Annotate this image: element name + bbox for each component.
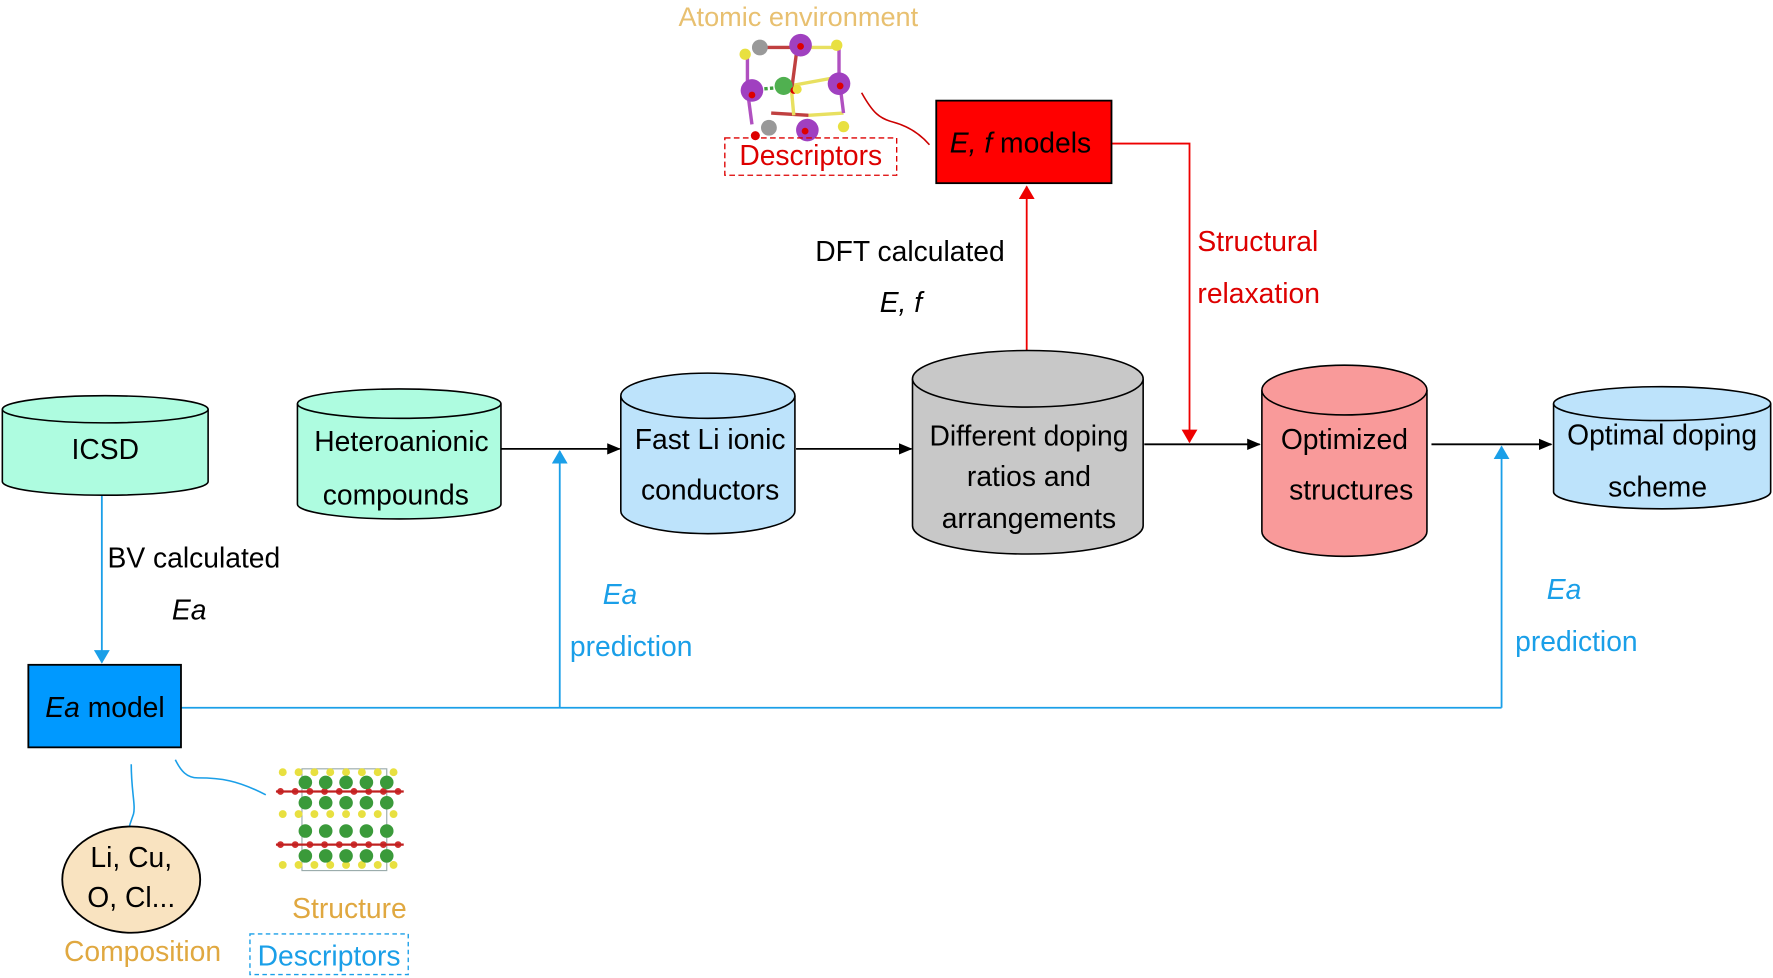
lattice-atom <box>373 768 382 777</box>
lattice-atom <box>278 810 287 819</box>
ea-structure-link <box>174 759 267 796</box>
optimized-line1: Optimized <box>1281 423 1408 455</box>
ea-model-label: Ea model <box>45 691 164 723</box>
lattice-atom <box>339 775 353 790</box>
ef-models-label: E, f models <box>950 127 1091 159</box>
ef-models-box: E, f models <box>935 99 1113 185</box>
lattice-atom <box>379 795 394 810</box>
crystal-structure-image <box>275 768 404 872</box>
lattice-atom <box>318 775 333 790</box>
database-heteroanionic: Heteroanionic compounds <box>296 388 502 520</box>
composition-label: Composition <box>64 935 221 967</box>
database-fast-li: Fast Li ionic conductors <box>620 372 796 535</box>
lattice-atom <box>342 860 351 869</box>
database-optimized: Optimized structures <box>1261 364 1428 558</box>
lattice-atom <box>326 810 335 819</box>
lattice-atom <box>318 849 333 863</box>
lattice-atom <box>294 860 303 869</box>
atomic-environment-label: Atomic environment <box>678 1 918 32</box>
lattice-atom <box>359 795 374 810</box>
lattice-atom <box>359 824 374 838</box>
lattice-atom <box>357 860 366 869</box>
lattice-atom <box>357 810 366 819</box>
descriptors-bottom-label: Descriptors <box>258 940 401 972</box>
atomic-environment-image <box>739 33 851 142</box>
icsd-label: ICSD <box>71 433 138 465</box>
lattice-atom <box>326 860 335 869</box>
lattice-atom <box>359 849 374 863</box>
lattice-atom <box>310 810 319 819</box>
lattice-atom <box>294 768 303 777</box>
lattice-atom <box>342 810 351 819</box>
dft-calculated-label: DFT calculated <box>815 235 1004 267</box>
doping-line2: ratios and <box>967 460 1091 492</box>
lattice-atom <box>310 768 319 777</box>
descriptors-top: Descriptors <box>724 137 898 176</box>
lattice-atom <box>389 810 398 819</box>
lattice-atom <box>318 824 333 838</box>
lattice-atom <box>298 824 313 838</box>
lattice-atom <box>298 849 313 863</box>
lattice-atom <box>373 860 382 869</box>
lattice-atom <box>310 860 319 869</box>
structure-label: Structure <box>292 892 407 924</box>
bv-ea-label: Ea <box>172 594 207 626</box>
optimized-line2: structures <box>1289 474 1413 506</box>
lattice-atom <box>298 775 313 790</box>
lattice-atom <box>373 810 382 819</box>
lattice-atom <box>379 824 394 838</box>
doping-line3: arrangements <box>942 502 1116 534</box>
doping-line1: Different doping <box>929 419 1128 451</box>
ea-prediction-1-label: prediction <box>570 630 693 662</box>
lattice-atom <box>339 849 353 863</box>
ea-prediction-2-symbol: Ea <box>1547 573 1582 605</box>
structural-label: Structural <box>1197 225 1318 257</box>
composition-line1: Li, Cu, <box>90 841 172 873</box>
lattice-atom <box>342 768 351 777</box>
heteroanionic-line2: compounds <box>323 478 469 510</box>
composition-ellipse: Li, Cu, O, Cl... <box>61 825 202 934</box>
lattice-atom <box>379 849 394 863</box>
fast-li-line2: conductors <box>641 474 779 506</box>
lattice-atom <box>298 795 313 810</box>
ea-prediction-2-label: prediction <box>1515 625 1637 657</box>
ea-prediction-1-symbol: Ea <box>603 578 638 610</box>
database-doping: Different doping ratios and arrangements <box>911 349 1144 555</box>
bv-calculated-label: BV calculated <box>107 542 280 574</box>
lattice-atom <box>389 768 398 777</box>
lattice-atom <box>294 810 303 819</box>
lattice-atom <box>326 768 335 777</box>
heteroanionic-line1: Heteroanionic <box>314 425 488 457</box>
dft-ef-label: E, f <box>880 286 926 318</box>
lattice-atom <box>278 768 287 777</box>
lattice-atom <box>318 795 333 810</box>
lattice-atom <box>278 860 287 869</box>
lattice-atom <box>339 795 353 810</box>
optimal-line2: scheme <box>1608 470 1707 502</box>
lattice-atom <box>379 775 394 790</box>
descriptors-top-label: Descriptors <box>739 139 882 171</box>
lattice-atom <box>357 768 366 777</box>
database-optimal: Optimal doping scheme <box>1552 385 1772 510</box>
lattice-atom <box>359 775 374 790</box>
ea-model-box: Ea model <box>27 663 182 749</box>
ef-descriptor-link <box>860 92 931 146</box>
lattice-atom <box>389 860 398 869</box>
lattice-atom <box>339 824 353 838</box>
arrow-structural-relaxation <box>1111 142 1198 444</box>
optimal-line1: Optimal doping <box>1567 418 1757 450</box>
descriptors-bottom: Descriptors <box>249 933 409 976</box>
composition-line2: O, Cl... <box>87 881 175 913</box>
fast-li-line1: Fast Li ionic <box>635 423 786 455</box>
database-icsd: ICSD <box>1 394 209 496</box>
relaxation-label: relaxation <box>1197 277 1320 309</box>
